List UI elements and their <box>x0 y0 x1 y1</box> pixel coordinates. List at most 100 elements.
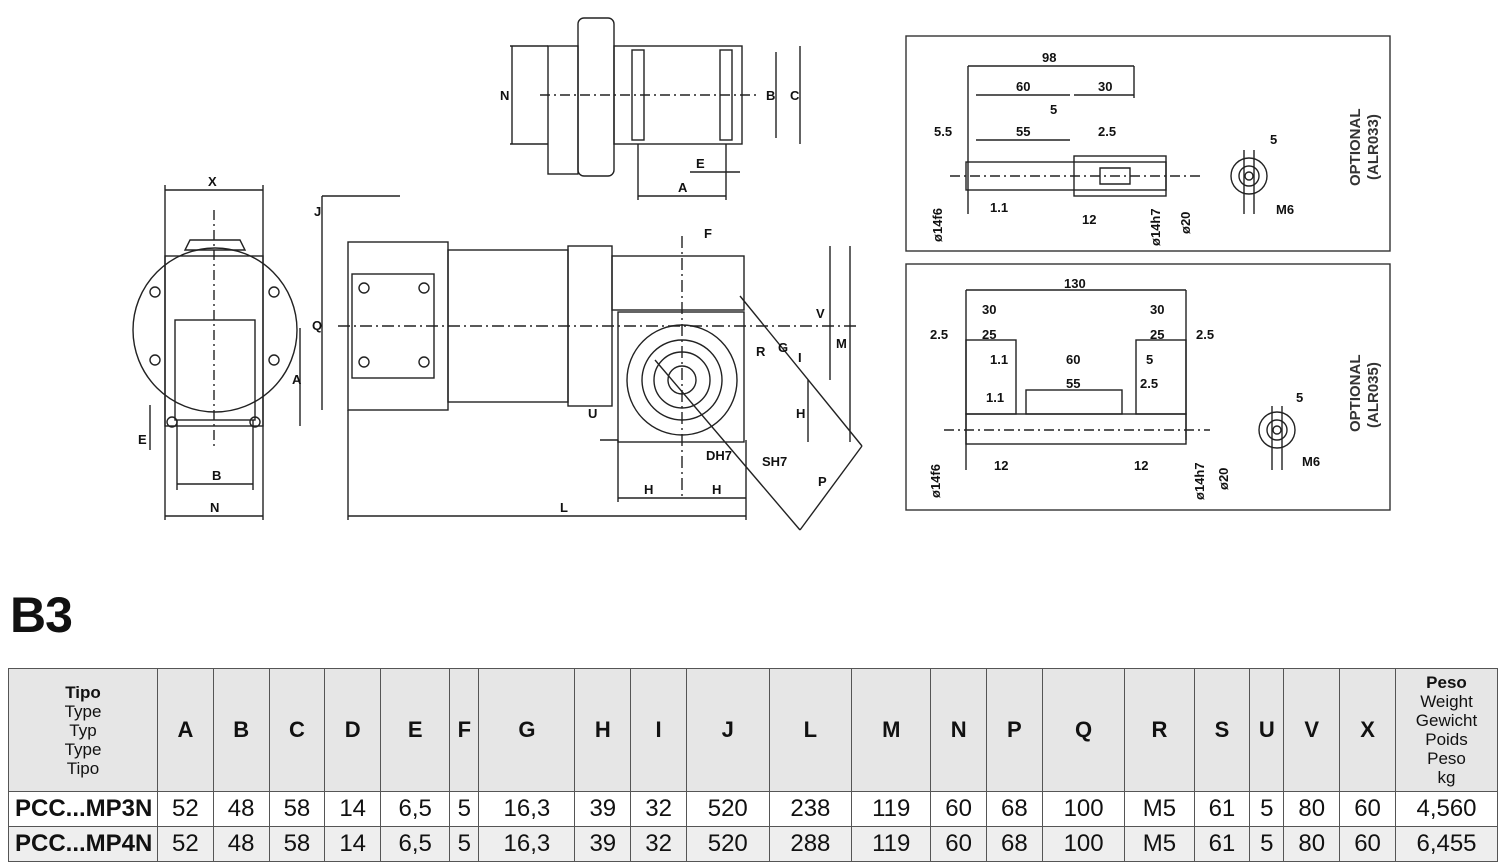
dim-label: M6 <box>1302 454 1320 469</box>
dim-label: 30 <box>1098 79 1112 94</box>
dim-label: 5 <box>1296 390 1303 405</box>
dim-label: 1.1 <box>990 200 1008 215</box>
weight-cell: 6,455 <box>1395 826 1498 862</box>
dim-label: G <box>778 340 788 355</box>
dim-label: 98 <box>1042 50 1056 65</box>
weight-header-line: Peso <box>1427 749 1466 768</box>
dim-label: M <box>836 336 847 351</box>
column-header: G <box>478 668 576 792</box>
type-header-line: Tipo <box>65 682 101 702</box>
column-header: L <box>768 668 853 792</box>
dim-label: F <box>704 226 712 241</box>
weight-cell: 4,560 <box>1395 791 1498 827</box>
dim-label: 1.1 <box>990 352 1008 367</box>
dim-label: Q <box>312 318 322 333</box>
dim-label: 55 <box>1016 124 1030 139</box>
value-cell: 60 <box>1339 826 1396 862</box>
dim-label: ø14f6 <box>928 464 943 498</box>
weight-header-line: kg <box>1437 768 1456 787</box>
optional-panel-1 <box>905 35 1391 252</box>
value-cell: 16,3 <box>478 791 576 827</box>
table-row: PCC...MP4N 52 48 58 14 6,5 5 16,3 39 32 … <box>8 826 1498 862</box>
type-header-line: Typ <box>69 720 97 740</box>
technical-drawing: N B C E A X A E B N J Q F V M R G I U H … <box>132 17 1391 531</box>
column-header: M <box>851 668 932 792</box>
dim-label: E <box>138 432 147 447</box>
dim-label: A <box>292 372 302 387</box>
column-header: S <box>1193 668 1251 792</box>
dim-label: 12 <box>994 458 1008 473</box>
dim-label: 60 <box>1066 352 1080 367</box>
dim-label: P <box>818 474 827 489</box>
weight-header-line: Peso <box>1426 673 1467 692</box>
weight-header-line: Weight <box>1420 692 1473 711</box>
dim-label: R <box>756 344 766 359</box>
dim-label: X <box>208 174 217 189</box>
value-cell: 68 <box>986 791 1043 827</box>
dim-label: A <box>678 180 688 195</box>
value-cell: 32 <box>630 826 687 862</box>
dim-label: 2.5 <box>930 327 948 342</box>
weight-header-line: Gewicht <box>1415 711 1478 730</box>
value-cell: 52 <box>157 826 214 862</box>
optional-shaft-2 <box>944 289 1296 470</box>
value-cell: 6,5 <box>380 826 451 862</box>
value-cell: 14 <box>324 791 382 827</box>
column-header: D <box>324 668 382 792</box>
value-cell: 32 <box>630 791 687 827</box>
value-cell: 5 <box>449 826 480 862</box>
value-cell: 5 <box>1249 791 1285 827</box>
column-header: I <box>630 668 687 792</box>
column-header: E <box>380 668 451 792</box>
top-view <box>510 17 801 200</box>
value-cell: 80 <box>1283 791 1341 827</box>
dim-label: 60 <box>1016 79 1030 94</box>
value-cell: 48 <box>212 826 270 862</box>
dim-label: 2.5 <box>1140 376 1158 391</box>
dim-label: B <box>766 88 775 103</box>
value-cell: 61 <box>1193 791 1251 827</box>
section-title: B3 <box>10 587 73 643</box>
value-cell: M5 <box>1124 826 1195 862</box>
column-header: J <box>685 668 770 792</box>
value-cell: 60 <box>930 826 988 862</box>
dim-label: 25 <box>1150 327 1164 342</box>
type-cell: PCC...MP3N <box>8 791 158 827</box>
column-header: H <box>574 668 632 792</box>
type-header-line: Type <box>64 739 102 759</box>
dim-label: 12 <box>1134 458 1148 473</box>
column-header: R <box>1124 668 1195 792</box>
optional-code: (ALR035) <box>1365 362 1382 428</box>
column-header: F <box>449 668 480 792</box>
type-header-line: Tipo <box>66 758 100 778</box>
value-cell: 58 <box>268 826 326 862</box>
value-cell: 520 <box>685 791 770 827</box>
dim-label: 5 <box>1050 102 1057 117</box>
value-cell: 39 <box>574 791 632 827</box>
dim-label: SH7 <box>762 454 787 469</box>
value-cell: 48 <box>212 791 270 827</box>
dim-label: U <box>588 406 597 421</box>
dim-label: 30 <box>982 302 996 317</box>
dim-label: 25 <box>982 327 996 342</box>
value-cell: 61 <box>1193 826 1251 862</box>
dim-label: 5.5 <box>934 124 952 139</box>
dim-label: ø14h7 <box>1192 462 1207 500</box>
weight-header: Peso Weight Gewicht Poids Peso kg <box>1395 668 1498 792</box>
dim-label: I <box>798 350 802 365</box>
weight-header-line: Poids <box>1425 730 1468 749</box>
dim-label: E <box>696 156 705 171</box>
value-cell: 119 <box>851 791 932 827</box>
front-view <box>132 185 301 520</box>
value-cell: 238 <box>768 791 853 827</box>
dim-label: 2.5 <box>1098 124 1116 139</box>
value-cell: 100 <box>1041 791 1126 827</box>
dimensions-table: Tipo Type Typ Type Tipo A B C D E F G H … <box>8 668 1498 862</box>
dim-label: 5 <box>1146 352 1153 367</box>
dim-label: N <box>210 500 219 515</box>
side-view <box>321 195 863 531</box>
dim-label: H <box>796 406 805 421</box>
table-row: PCC...MP3N 52 48 58 14 6,5 5 16,3 39 32 … <box>8 791 1498 827</box>
column-header: Q <box>1041 668 1126 792</box>
dim-label: DH7 <box>706 448 732 463</box>
